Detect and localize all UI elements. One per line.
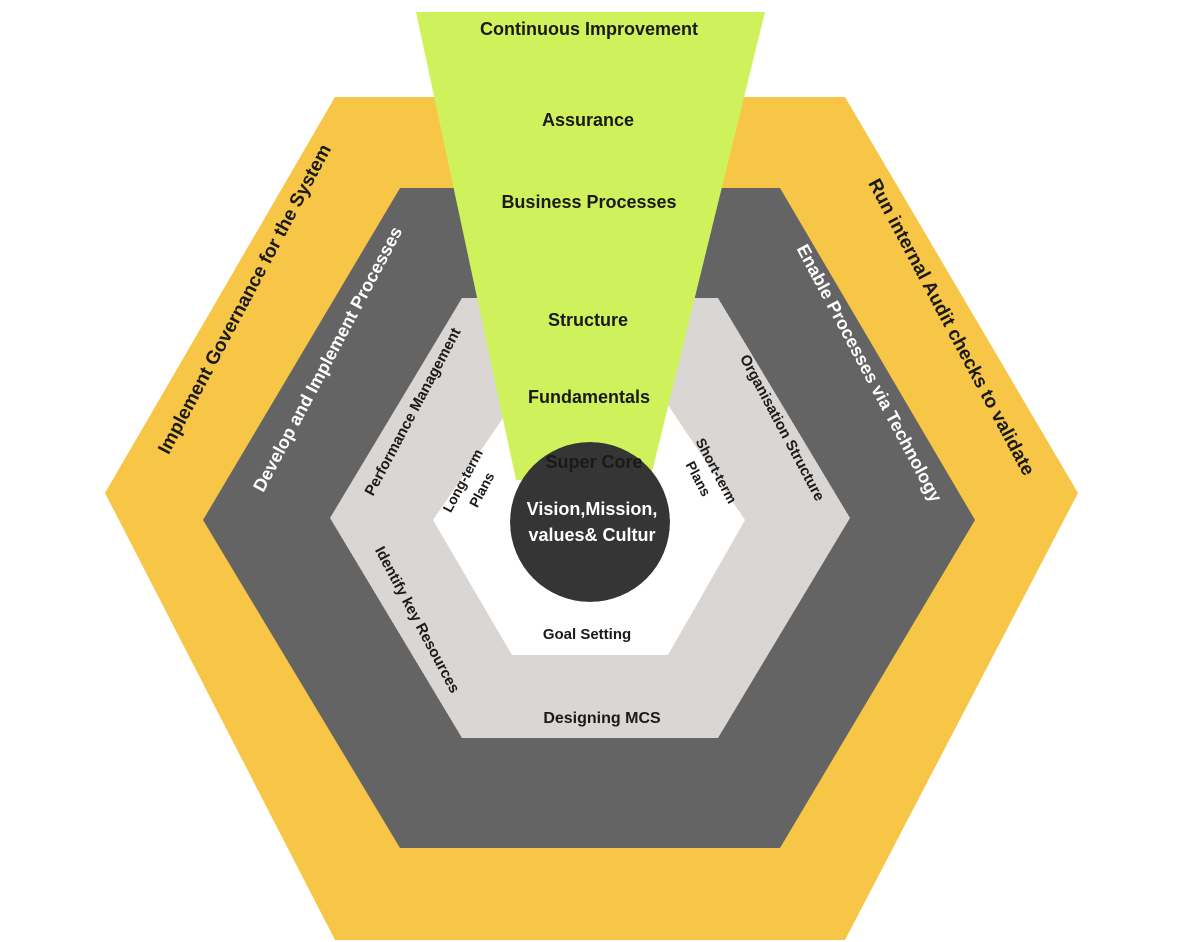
funnel-level-structure: Structure xyxy=(548,310,628,330)
light-ring-bottom-label: Designing MCS xyxy=(543,710,661,727)
funnel-level-assurance: Assurance xyxy=(542,110,634,130)
core-circle-group: Vision,Mission, values& Cultur xyxy=(510,442,670,602)
core-circle xyxy=(510,442,670,602)
funnel-level-business-processes: Business Processes xyxy=(501,192,676,212)
funnel xyxy=(416,12,765,480)
funnel-level-fundamentals: Fundamentals xyxy=(528,387,650,407)
funnel-level-super-core: Super Core xyxy=(545,452,642,472)
core-label-line2: values& Cultur xyxy=(528,525,655,545)
funnel-level-continuous-improvement: Continuous Improvement xyxy=(480,19,698,39)
core-label-line1: Vision,Mission, xyxy=(527,499,658,519)
inner-ring-bottom-label: Goal Setting xyxy=(543,626,631,643)
